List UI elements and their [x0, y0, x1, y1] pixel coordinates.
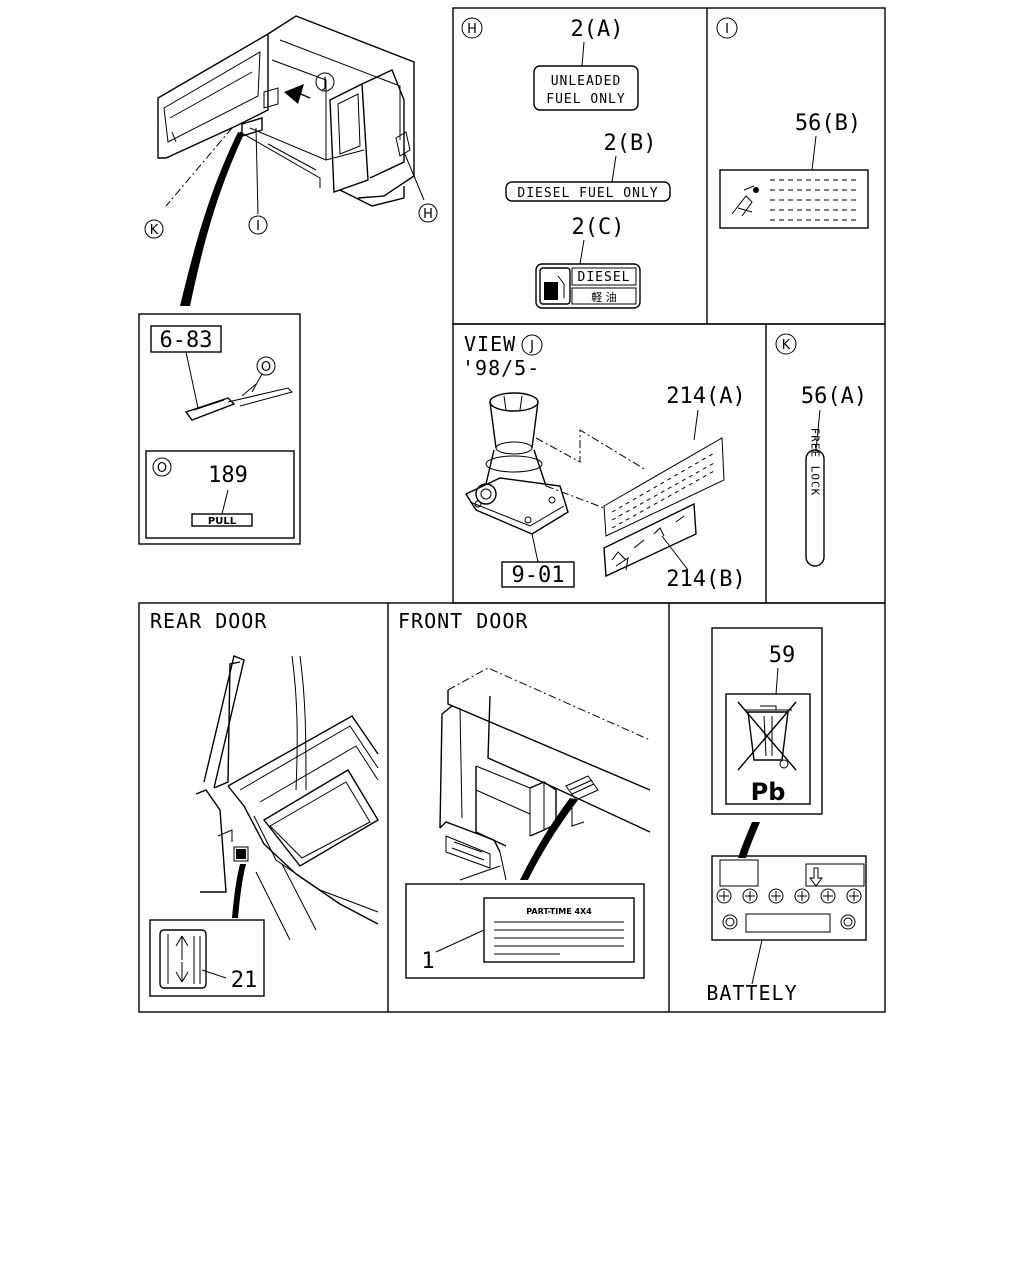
callout-214b: 214(B)	[666, 567, 745, 592]
pb-text: Pb	[751, 778, 786, 806]
pull-decal-text: PULL	[208, 516, 237, 527]
panel-rear-door: REAR DOOR 21	[149, 609, 379, 997]
label-h-circle: H	[418, 203, 438, 223]
svg-text:J: J	[529, 339, 534, 354]
svg-text:H: H	[423, 207, 433, 222]
view-date: '98/5-	[462, 356, 540, 380]
label-j-circle: J	[315, 72, 335, 92]
panel-frames	[138, 7, 886, 1013]
panel-front-door: FRONT DOOR PART-TIME 4X4	[398, 609, 651, 979]
hand-icon	[731, 185, 755, 217]
callout-2b: 2(B)	[604, 131, 657, 156]
fuel-pump-icon	[539, 267, 571, 305]
panel-view-j: VIEW J '98/5- 9-01 214(A	[462, 332, 746, 592]
unleaded-line1: UNLEADED	[551, 74, 622, 89]
svg-text:O: O	[261, 360, 271, 375]
callout-21: 21	[231, 968, 258, 993]
part-time-4x4-text: PART-TIME 4X4	[526, 907, 592, 916]
panel-i-circle: I	[716, 17, 738, 39]
callout-2c: 2(C)	[572, 215, 625, 240]
label-o-circle: O	[256, 356, 276, 376]
free-lock-text: FREE LOCK	[809, 428, 822, 497]
label-k-circle: K	[144, 219, 164, 239]
panel-h-fuel-decals: H 2(A) UNLEADED FUEL ONLY 2(B) DIESEL FU…	[461, 17, 671, 309]
svg-text:I: I	[725, 22, 729, 37]
panel-h-circle: H	[461, 17, 483, 39]
svg-text:O: O	[157, 461, 167, 476]
panel-k-circle: K	[775, 333, 797, 355]
jack-illustration	[464, 392, 569, 563]
diesel-text: DIESEL	[578, 270, 631, 285]
svg-text:I: I	[256, 219, 260, 234]
frame-pull-inset	[138, 313, 301, 545]
battery-cell-caps	[716, 888, 862, 904]
unleaded-line2: FUEL ONLY	[546, 92, 625, 107]
svg-text:H: H	[467, 22, 477, 37]
svg-text:K: K	[150, 223, 159, 238]
callout-1: 1	[421, 949, 434, 974]
rear-door-title: REAR DOOR	[150, 609, 267, 633]
callout-56b: 56(B)	[795, 111, 861, 136]
panel-battery: 59 Pb BATTE	[706, 627, 867, 1005]
vehicle-rear-illustration	[157, 15, 425, 306]
svg-text:J: J	[322, 76, 327, 91]
callout-6-83: 6-83	[160, 328, 213, 353]
battely-label: BATTELY	[706, 981, 797, 1005]
callout-56a: 56(A)	[801, 384, 867, 409]
pull-handle-inset: 6-83 O O 189 PULL	[145, 325, 295, 539]
recycle-bin-crossed-icon	[737, 701, 797, 771]
frame-bottom	[138, 602, 886, 1013]
callout-214a: 214(A)	[666, 384, 745, 409]
rear-door-illustration	[195, 655, 379, 941]
diesel-fuel-only-text: DIESEL FUEL ONLY	[517, 186, 658, 201]
panel-i-decal: I 56(B)	[716, 17, 869, 229]
diesel-jp-text: 軽 油	[591, 290, 617, 304]
callout-59: 59	[769, 643, 796, 668]
vehicle-labels: K I H J	[144, 72, 438, 239]
view-j-circle: J	[521, 334, 543, 356]
front-door-title: FRONT DOOR	[398, 609, 528, 633]
callout-189: 189	[208, 463, 248, 488]
callout-2a: 2(A)	[571, 17, 624, 42]
svg-text:K: K	[782, 338, 791, 353]
label-o-detail: O	[152, 457, 172, 477]
front-door-illustration	[439, 667, 651, 881]
callout-9-01: 9-01	[512, 563, 565, 588]
panel-k-decal: K 56(A) FREE LOCK	[775, 333, 867, 567]
view-title: VIEW	[464, 332, 516, 356]
frame-top-right	[452, 7, 886, 325]
label-i-circle: I	[248, 215, 268, 235]
